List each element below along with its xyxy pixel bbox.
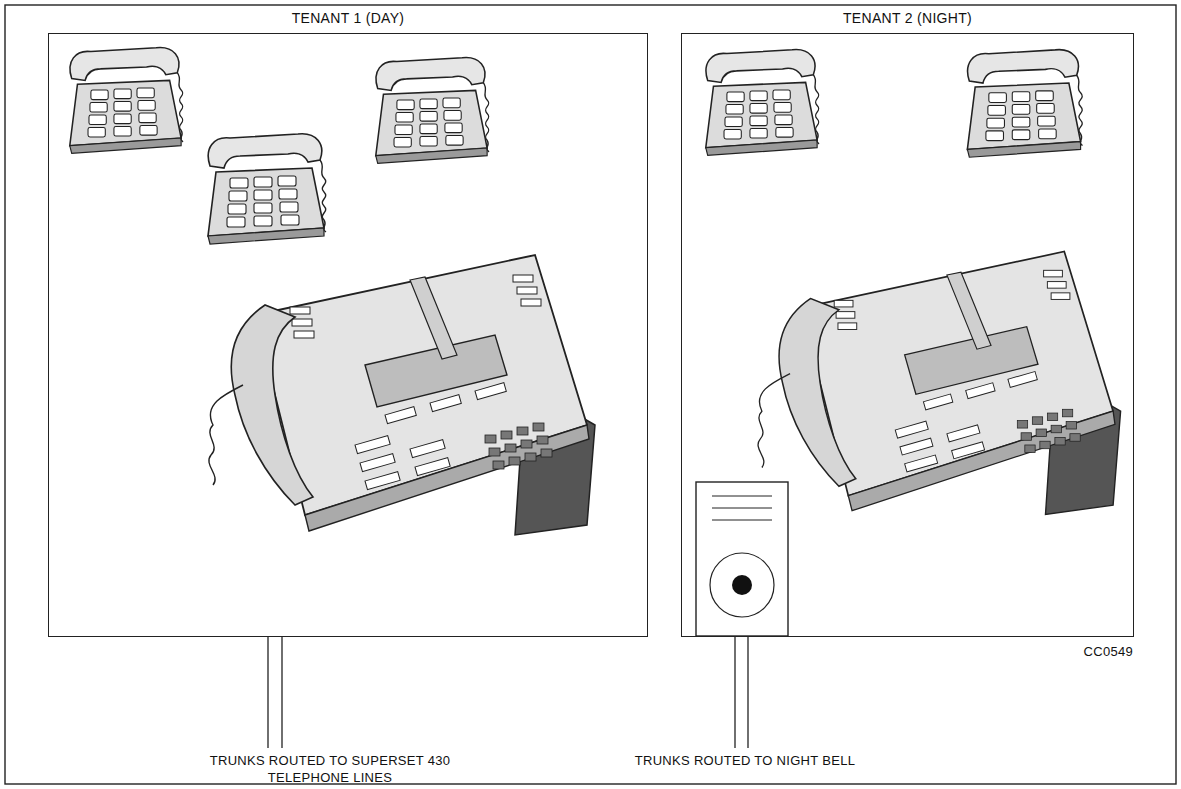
trunk-wires xyxy=(268,637,748,748)
desk-phone xyxy=(70,48,183,154)
outer-frame xyxy=(5,5,1176,784)
panel-heading: TENANT 1 (DAY) xyxy=(49,10,647,26)
panel-heading: TENANT 2 (NIGHT) xyxy=(682,10,1133,26)
desk-phone xyxy=(967,50,1082,158)
trunk-note: TRUNKS ROUTED TO SUPERSET 430 TELEPHONE … xyxy=(170,752,490,786)
tenant-panel: TENANT 1 (DAY) xyxy=(48,33,648,637)
trunk-note: TRUNKS ROUTED TO NIGHT BELL xyxy=(625,752,865,769)
figure-code: CC0549 xyxy=(1050,643,1133,660)
desk-phone xyxy=(376,58,489,164)
desk-phone xyxy=(208,134,326,244)
superset-phone xyxy=(758,252,1121,515)
night-bell xyxy=(696,482,788,636)
superset-phone xyxy=(209,255,595,535)
desk-phone xyxy=(706,50,819,156)
tenant-panel: TENANT 2 (NIGHT) xyxy=(681,33,1134,637)
